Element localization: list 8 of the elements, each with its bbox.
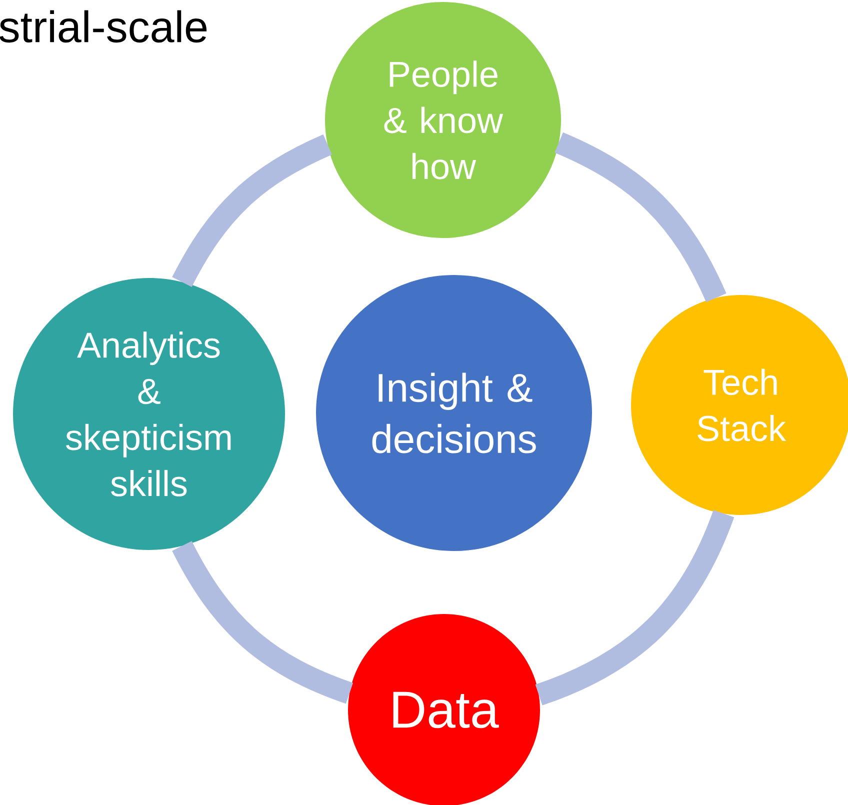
title-text: strial-scale (0, 10, 207, 43)
circle-node: Analytics & skepticism skills (13, 278, 285, 550)
ring-segment (172, 540, 354, 704)
ring-segment (172, 134, 332, 288)
ring-segment (535, 510, 734, 706)
ring-segment (554, 132, 726, 302)
circle-node: Insight & decisions (316, 274, 592, 551)
circle-node: People & know how (325, 2, 561, 238)
